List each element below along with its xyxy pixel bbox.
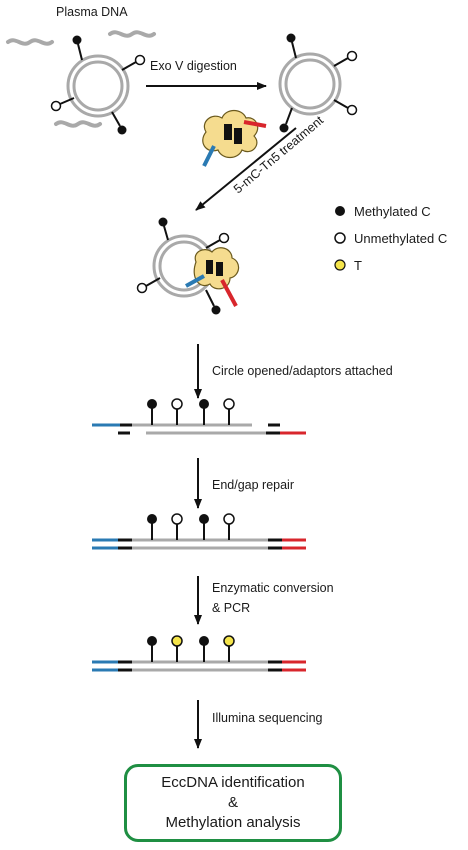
- linear-fragment-2: [108, 30, 156, 38]
- unmethylated-c-marker: [223, 398, 235, 410]
- unmethylated-c-marker: [171, 398, 183, 410]
- unmethylated-c-marker: [223, 513, 235, 525]
- legend-methylated-swatch: [335, 206, 345, 216]
- bound-red-adapter: [220, 279, 238, 307]
- unmethylated-c-marker: [171, 513, 183, 525]
- eccdna-identification-text: EccDNA identification: [161, 774, 305, 791]
- tn5-red-adapter: [243, 120, 267, 128]
- methylated-c-marker: [199, 636, 209, 646]
- methylated-c-marker: [72, 35, 82, 45]
- unmethylated-c-marker: [134, 54, 146, 66]
- methylation-analysis-text: Methylation analysis: [165, 814, 301, 831]
- unmethylated-c-marker: [218, 232, 230, 244]
- end-gap-repair-label: End/gap repair: [212, 478, 294, 492]
- result-box: EccDNA identification & Methylation anal…: [124, 764, 342, 842]
- methylated-c-marker: [158, 217, 168, 227]
- methylated-c-marker: [147, 399, 157, 409]
- linear-fragment-3: [54, 120, 102, 128]
- circle-opened-label: Circle opened/adaptors attached: [212, 364, 393, 378]
- tn5-enzyme-icon: [202, 109, 267, 167]
- legend: Methylated C Unmethylated C T: [334, 204, 447, 273]
- digested-eccdna-circle: [278, 33, 358, 133]
- unmethylated-c-marker: [136, 282, 148, 294]
- methylated-c-marker: [147, 514, 157, 524]
- tn5-bound-circle: [136, 217, 240, 315]
- legend-unmethylated-label: Unmethylated C: [354, 231, 447, 246]
- linear-fragment-1: [6, 38, 54, 46]
- enzymatic-conversion-label: Enzymatic conversion: [212, 581, 334, 595]
- sequencing-label: Illumina sequencing: [212, 711, 323, 725]
- bound-blue-adapter: [185, 274, 205, 288]
- pcr-label: & PCR: [212, 601, 250, 615]
- methylated-c-marker: [117, 125, 127, 135]
- methylated-c-marker: [279, 123, 289, 133]
- converted-construct: [92, 635, 306, 672]
- repaired-construct: [92, 513, 306, 550]
- exo-digestion-label: Exo V digestion: [150, 59, 237, 73]
- tn5-treatment-arrow: [195, 127, 297, 211]
- legend-methylated-label: Methylated C: [354, 204, 431, 219]
- unmethylated-c-marker: [50, 100, 62, 112]
- legend-unmethylated-swatch: [334, 232, 346, 244]
- t-marker: [223, 635, 235, 647]
- methylated-c-marker: [199, 399, 209, 409]
- methylated-c-marker: [211, 305, 221, 315]
- t-marker: [171, 635, 183, 647]
- plasma-eccdna-circle: [50, 35, 146, 135]
- linear-dna-fragments: [6, 30, 156, 128]
- legend-t-label: T: [354, 258, 362, 273]
- methylated-c-marker: [199, 514, 209, 524]
- methylated-c-marker: [147, 636, 157, 646]
- methylated-c-marker: [286, 33, 296, 43]
- legend-t-swatch: [334, 259, 346, 271]
- unmethylated-c-marker: [346, 104, 358, 116]
- opened-construct: [92, 398, 306, 435]
- ampersand-text: &: [227, 794, 238, 811]
- unmethylated-c-marker: [346, 50, 358, 62]
- tn5-blue-adapter: [202, 145, 216, 167]
- plasma-dna-title: Plasma DNA: [56, 5, 128, 19]
